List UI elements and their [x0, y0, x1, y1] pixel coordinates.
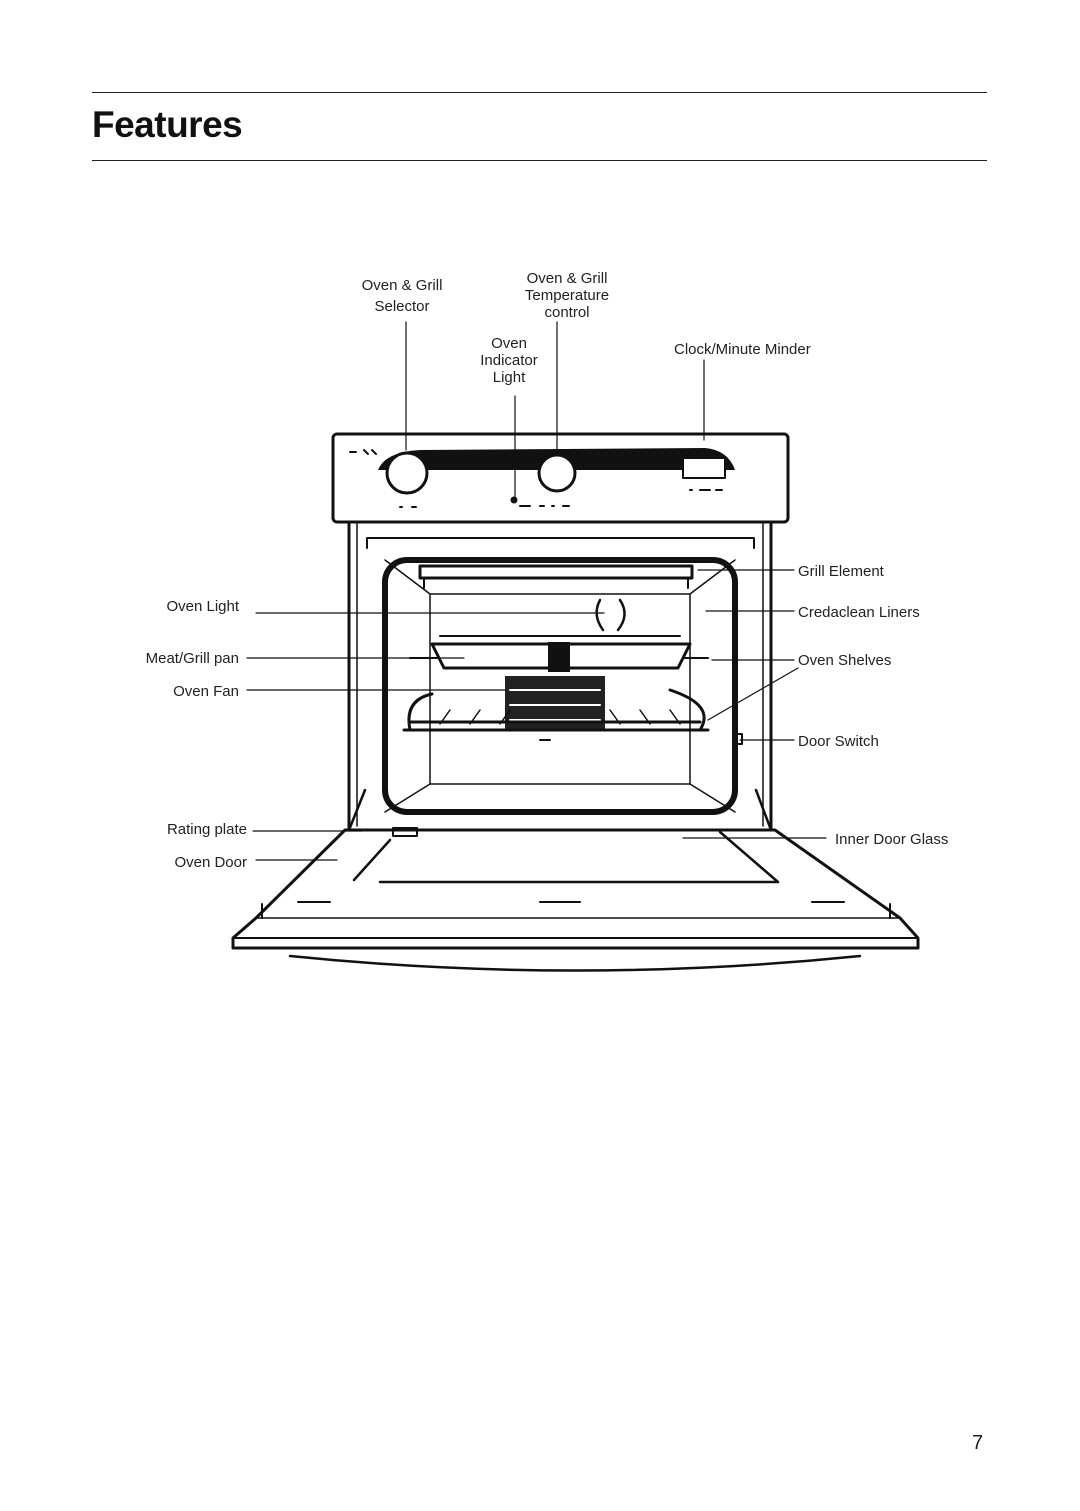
label-meat-grill-pan: Meat/Grill pan — [145, 650, 239, 667]
lower-shelf — [402, 688, 710, 732]
title-underline-rule — [92, 160, 987, 161]
label-grill-element: Grill Element — [798, 563, 884, 580]
label-line: Oven & Grill — [361, 277, 443, 294]
page-number: 7 — [972, 1432, 984, 1454]
oven-door — [231, 828, 920, 950]
label-inner-door-glass: Inner Door Glass — [835, 831, 949, 848]
temperature-knob — [537, 453, 577, 493]
top-rule — [92, 92, 987, 93]
label-line: Light — [492, 369, 526, 386]
label-line: Oven — [491, 335, 527, 352]
label-oven-shelves: Oven Shelves — [798, 652, 892, 669]
label-oven-door: Oven Door — [174, 854, 247, 871]
control-panel — [331, 432, 790, 524]
label-line: Oven & Grill — [526, 270, 608, 287]
label-oven-grill-selector: Oven & Grill Selector — [352, 277, 452, 315]
label-credaclean-liners: Credaclean Liners — [798, 604, 920, 621]
label-oven-fan: Oven Fan — [173, 683, 239, 700]
label-clock-minute-minder: Clock/Minute Minder — [674, 341, 811, 358]
oven-light-bulb — [595, 598, 626, 632]
grill-pan — [430, 642, 692, 670]
label-oven-indicator-light: Oven Indicator Light — [459, 335, 559, 386]
indicator-light — [510, 496, 518, 504]
oven-cavity — [382, 557, 738, 815]
label-oven-light: Oven Light — [166, 598, 239, 615]
clock-display — [682, 457, 726, 479]
label-line: Temperature — [524, 287, 610, 304]
label-line: control — [544, 304, 590, 321]
inner-door-glass — [352, 830, 780, 884]
rating-plate — [392, 827, 418, 837]
page-title: Features — [92, 104, 243, 145]
label-line: Selector — [374, 298, 430, 315]
label-line: Indicator — [480, 352, 538, 369]
label-door-switch: Door Switch — [798, 733, 879, 750]
label-oven-grill-temperature-control: Oven & Grill Temperature control — [507, 270, 627, 321]
door-switch — [735, 733, 743, 745]
selector-knob — [385, 451, 429, 495]
grill-element — [418, 564, 694, 580]
label-rating-plate: Rating plate — [166, 821, 247, 838]
